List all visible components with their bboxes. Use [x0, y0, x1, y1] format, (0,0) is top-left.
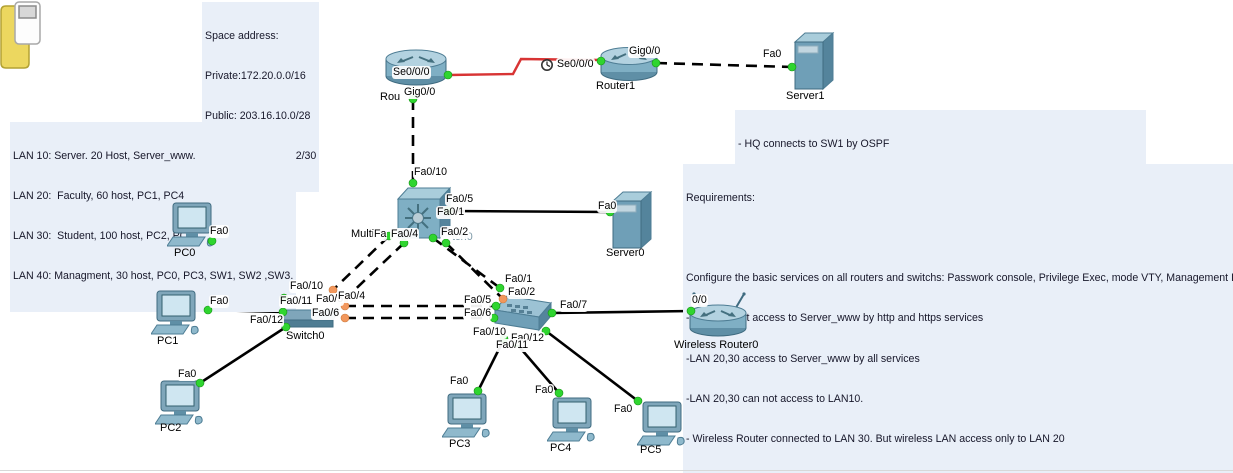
server1-icon[interactable] — [793, 32, 835, 92]
port-label-sw1-fa01: Fa0/1 — [504, 273, 534, 286]
port-label-ml-fa02: Fa0/2 — [440, 226, 470, 239]
pc4-label: PC4 — [550, 442, 572, 454]
port-label-ml-fa01: Fa0/1 — [436, 206, 466, 219]
pc1-label: PC1 — [157, 335, 179, 347]
port-label-router1-serial: Se0/0/0 — [556, 58, 595, 71]
port-label-router0-serial: Se0/0/0 — [392, 66, 431, 79]
port-label-pc2-fa: Fa0 — [177, 368, 198, 381]
pc5-icon[interactable] — [637, 401, 687, 449]
port-label-pc5-fa: Fa0 — [613, 403, 634, 416]
pc0-label: PC0 — [174, 247, 196, 259]
port-label-sw1-fa011: Fa0/11 — [495, 339, 530, 352]
port-label-sw0-fa04: Fa0/4 — [337, 290, 367, 303]
wireless-router0-icon[interactable] — [686, 291, 752, 339]
switch0-label: Switch0 — [286, 330, 325, 342]
pc3-label: PC3 — [449, 438, 471, 450]
link-pc5-switch1 — [545, 329, 639, 403]
port-label-ml-fa010: Fa0/10 — [413, 166, 448, 179]
port-label-pc1-fa: Fa0 — [209, 295, 230, 308]
pc5-label: PC5 — [640, 444, 662, 456]
port-label-sw1-fa07: Fa0/7 — [559, 299, 589, 312]
dce-clock-icon — [540, 58, 553, 71]
wireless-router0-label: Wireless Router0 — [674, 339, 759, 351]
port-label-sw0-fa010: Fa0/10 — [289, 280, 324, 293]
pc4-icon[interactable] — [547, 397, 597, 445]
router0-label: Rou — [380, 91, 401, 103]
port-label-ml-fa05: Fa0/5 — [445, 193, 475, 206]
dot-ml-fa02 — [441, 238, 451, 248]
dot-sw1-fa01 — [495, 283, 505, 293]
port-label-sw0-fa011: Fa0/11 — [279, 295, 314, 308]
port-label-sw1-fa05: Fa0/5 — [463, 294, 493, 307]
link-router1-server1 — [655, 61, 793, 69]
note-lan-plan: LAN 10: Server. 20 Host, Server_www. LAN… — [10, 122, 297, 312]
pc2-icon[interactable] — [155, 380, 205, 428]
link-pc2-switch0 — [199, 325, 287, 385]
port-label-pc3-fa: Fa0 — [449, 375, 470, 388]
port-label-ml-fa04: Fa0/4 — [390, 228, 420, 241]
server0-label: Server0 — [606, 247, 645, 259]
workspace-bottom-border — [0, 470, 1233, 471]
server1-label: Server1 — [786, 90, 825, 102]
port-label-router1-gig: Gig0/0 — [628, 45, 662, 58]
server0-icon[interactable] — [611, 191, 653, 251]
port-label-sw0-fa05: Fa0/5 — [315, 293, 345, 306]
port-label-server0-fa: Fa0 — [597, 200, 618, 213]
port-label-ml-fa-partial: Fa — [373, 228, 388, 241]
port-label-sw0-fa012: Fa0/12 — [249, 314, 284, 327]
link-mlswitch-switch0-a — [332, 235, 390, 291]
link-mlswitch-switch1-b — [445, 242, 504, 300]
port-label-sw1-fa010: Fa0/10 — [472, 326, 507, 339]
cluster-back-icon[interactable] — [0, 1, 42, 71]
note-requirements: Requirements: Configure the basic servic… — [683, 164, 1233, 473]
port-label-sw1-fa02: Fa0/2 — [507, 286, 537, 299]
pc2-label: PC2 — [160, 422, 182, 434]
port-label-sw0-fa06: Fa0/6 — [311, 307, 341, 320]
port-label-router0-gig: Gig0/0 — [403, 86, 437, 99]
port-label-server1-fa: Fa0 — [762, 48, 783, 61]
pc3-icon[interactable] — [442, 393, 492, 441]
port-label-sw1-fa06: Fa0/6 — [463, 307, 493, 320]
pc1-icon[interactable] — [151, 290, 201, 338]
port-label-pc0-fa: Fa0 — [209, 225, 230, 238]
dot-pc4-fa — [554, 388, 564, 398]
link-mlswitch-switch1-a — [432, 236, 501, 290]
port-label-wireless-eth: 0/0 — [691, 294, 708, 307]
link-mlswitch-server0 — [447, 209, 611, 214]
router1-label: Router1 — [596, 80, 636, 92]
port-label-pc4-fa: Fa0 — [534, 384, 555, 397]
